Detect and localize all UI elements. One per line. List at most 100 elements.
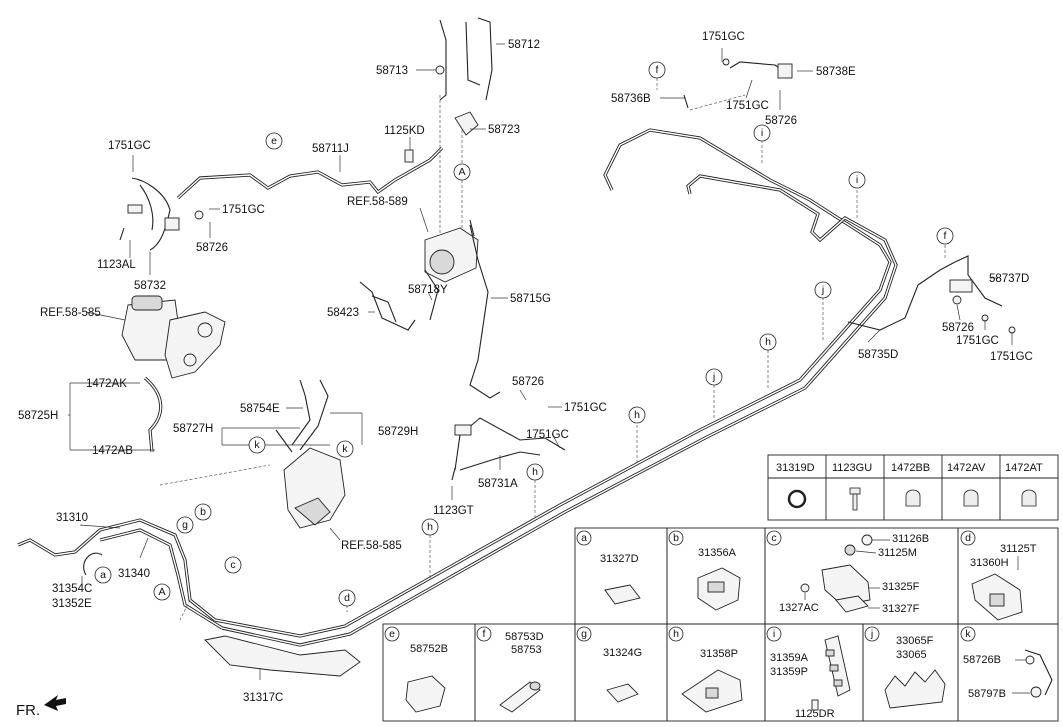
panel-k: k 58726B 58797B	[960, 626, 1053, 700]
clip-icon-1472AV	[963, 489, 979, 507]
label-58712: 58712	[508, 39, 540, 51]
badge-j-2: j	[705, 368, 723, 386]
svg-text:c: c	[230, 559, 235, 571]
label-58735D: 58735D	[858, 349, 898, 361]
line-58423	[359, 269, 439, 331]
badge-A-bottom: A	[153, 583, 171, 601]
label-1751GC-d: 1751GC	[526, 429, 569, 441]
letter-badges: e A f i i f j h j h h h d k k b g c a A	[94, 61, 954, 607]
panel-g: g 31324G	[576, 626, 642, 703]
svg-text:31359P: 31359P	[770, 666, 808, 678]
arrow-icon	[44, 695, 66, 711]
svg-text:31325F: 31325F	[882, 581, 920, 593]
clip-icon-1472AT	[1021, 489, 1037, 507]
label-1751GC-f: 1751GC	[956, 335, 999, 347]
bracket-31325F	[821, 564, 871, 606]
label-1123AL: 1123AL	[97, 259, 136, 271]
svg-text:d: d	[965, 532, 971, 544]
svg-text:58752B: 58752B	[410, 643, 448, 655]
svg-text:j: j	[870, 628, 873, 640]
svg-text:j: j	[712, 371, 715, 383]
main-brake-lines	[214, 128, 956, 647]
panel-a: a 31327D	[576, 530, 641, 605]
hecu-modulator	[424, 219, 501, 399]
svg-text:i: i	[856, 174, 858, 186]
svg-text:a: a	[100, 569, 106, 581]
svg-text:1125DR: 1125DR	[795, 708, 835, 720]
svg-text:b: b	[673, 532, 679, 544]
label-1751GC-e: 1751GC	[726, 100, 769, 112]
label-58423: 58423	[327, 307, 359, 319]
panel-d: d 31125T 31360H	[960, 530, 1037, 621]
label-58726-c: 58726	[765, 115, 797, 127]
label-58726-b: 58726	[512, 376, 544, 388]
label-1123GT: 1123GT	[433, 505, 474, 517]
label-1751GC-a: 1751GC	[108, 140, 151, 152]
badge-e: e	[265, 132, 283, 150]
clip-31327D	[604, 584, 641, 605]
svg-text:31125T: 31125T	[1000, 543, 1037, 555]
svg-text:h: h	[634, 409, 640, 421]
badge-f-right: f	[936, 227, 954, 245]
svg-text:b: b	[200, 506, 206, 518]
master-cylinder	[121, 295, 226, 379]
label-31340: 31340	[118, 568, 150, 580]
front-indicator: FR.	[16, 695, 66, 719]
table-header-1: 1123GU	[832, 462, 872, 474]
label-58732: 58732	[134, 280, 166, 292]
table-header-2: 1472BB	[891, 462, 930, 474]
line-58711J	[176, 146, 444, 220]
part-labels: 58712 58713 1125KD 58723 58711J 1751GC 1…	[18, 31, 1033, 704]
svg-text:k: k	[965, 628, 971, 640]
svg-text:i: i	[773, 628, 775, 640]
badge-h-4: h	[421, 518, 439, 536]
table-header-0: 31319D	[776, 462, 815, 474]
panel-f: f 58753D 58753	[476, 626, 544, 713]
label-58754E: 58754E	[240, 403, 280, 415]
label-ref-58-585-a: REF.58-585	[40, 307, 101, 319]
svg-text:k: k	[342, 443, 348, 455]
svg-text:a: a	[581, 532, 587, 544]
svg-text:h: h	[532, 466, 538, 478]
label-1472AB: 1472AB	[92, 445, 133, 457]
svg-text:A: A	[458, 166, 465, 178]
badge-c: c	[224, 556, 242, 574]
label-58713: 58713	[376, 65, 408, 77]
badge-i-2: i	[848, 171, 866, 189]
label-58726-d: 58726	[942, 322, 974, 334]
label-58738E: 58738E	[816, 66, 856, 78]
svg-text:58753: 58753	[511, 644, 542, 656]
panel-c: c 31126B 31125M 31325F 1327AC 31327F	[766, 530, 929, 615]
label-ref-58-589: REF.58-589	[347, 196, 408, 208]
svg-text:31356A: 31356A	[698, 547, 737, 559]
label-1472AK: 1472AK	[86, 378, 127, 390]
svg-text:58797B: 58797B	[968, 688, 1006, 700]
table-header-3: 1472AV	[947, 462, 986, 474]
heat-shield-31317C	[204, 635, 361, 677]
clip-58752B	[405, 675, 446, 713]
label-58711J: 58711J	[312, 143, 349, 155]
label-1751GC-c: 1751GC	[564, 402, 607, 414]
svg-text:d: d	[344, 592, 350, 604]
upper-right-lines	[683, 58, 793, 111]
label-ref-58-585-b: REF.58-585	[341, 540, 402, 552]
label-1751GC-b: 1751GC	[222, 204, 265, 216]
svg-text:58726B: 58726B	[963, 654, 1001, 666]
panel-i: i 31359A 31359P 1125DR	[766, 626, 851, 720]
fastener-table: 31319D 1123GU 1472BB 1472AV 1472AT	[767, 454, 1059, 521]
badge-g: g	[176, 516, 194, 534]
svg-text:1327AC: 1327AC	[779, 602, 819, 614]
master-cylinder-line-58725H	[143, 376, 163, 453]
badge-k-2: k	[336, 440, 354, 458]
svg-text:g: g	[581, 628, 587, 640]
panel-b: b 31356A	[668, 530, 741, 611]
lines-58712-58713	[404, 17, 493, 240]
label-58718Y: 58718Y	[408, 284, 448, 296]
label-1125KD: 1125KD	[384, 125, 425, 137]
panel-e: e 58752B	[384, 626, 448, 713]
clip-icon-1472BB	[905, 489, 921, 507]
svg-text:j: j	[821, 284, 824, 296]
svg-text:31125M: 31125M	[878, 547, 917, 559]
